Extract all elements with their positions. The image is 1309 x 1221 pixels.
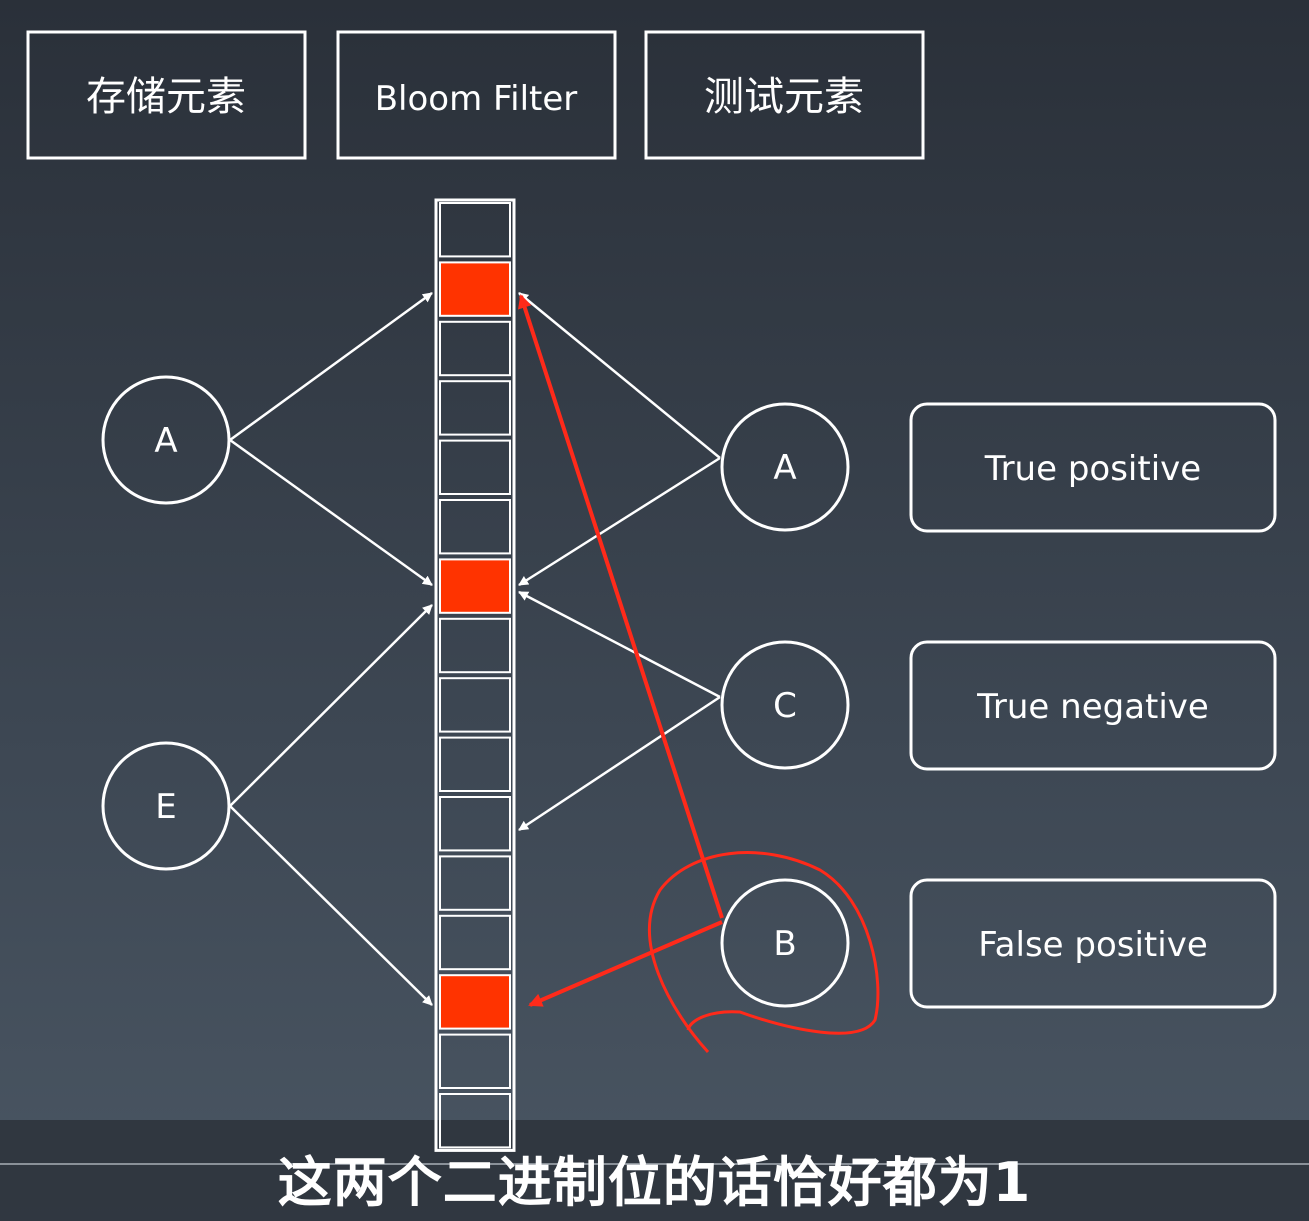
bit-cell <box>439 736 511 792</box>
element-label: B <box>773 924 796 964</box>
element-label: A <box>154 421 177 461</box>
result-label: False positive <box>978 925 1208 965</box>
element-label: E <box>155 787 176 827</box>
hash-arrow <box>518 456 721 587</box>
bit-cell <box>439 1033 511 1089</box>
element-node: E <box>101 741 231 871</box>
result-label: True negative <box>976 687 1209 727</box>
hash-arrow <box>518 590 721 699</box>
bit-cell <box>439 499 511 555</box>
false-positive-arrow <box>518 294 724 919</box>
header-label: Bloom Filter <box>375 79 578 119</box>
element-label: A <box>773 448 796 488</box>
hash-arrow <box>229 805 433 1006</box>
element-node: B <box>720 878 850 1008</box>
header-box: 测试元素 <box>644 30 925 160</box>
header-label: 存储元素 <box>86 74 246 120</box>
bit-cell <box>439 202 511 258</box>
hash-arrow <box>229 438 433 587</box>
element-node: C <box>720 640 850 770</box>
header-label: 测试元素 <box>704 74 864 120</box>
hash-arrow <box>518 695 721 832</box>
result-box: True negative <box>909 640 1277 771</box>
subtitle-caption: 这两个二进制位的话恰好都为1 <box>277 1151 1032 1214</box>
bit-cell <box>439 380 511 436</box>
hash-arrow <box>229 604 433 807</box>
bit-array <box>434 198 516 1152</box>
hash-arrow <box>518 292 721 459</box>
false-positive-arrow <box>528 920 723 1007</box>
result-label: True positive <box>984 449 1201 489</box>
bit-cell <box>439 914 511 971</box>
subtitle-band <box>0 1120 1309 1221</box>
bit-cell <box>439 1093 511 1149</box>
result-box: True positive <box>909 402 1277 533</box>
element-label: C <box>773 686 797 726</box>
bit-cell <box>439 617 511 674</box>
bit-cell-set <box>439 558 511 614</box>
bit-cell-set <box>439 261 511 317</box>
element-node: A <box>101 375 231 505</box>
hash-arrow <box>229 291 433 442</box>
element-node: A <box>720 402 850 532</box>
bit-cell <box>439 677 511 733</box>
bit-cell <box>439 439 511 496</box>
hand-drawn-circle <box>648 851 880 1054</box>
header-box: Bloom Filter <box>336 30 617 160</box>
subtitle-divider <box>0 1163 1309 1165</box>
bit-cell <box>439 320 511 377</box>
result-box: False positive <box>909 878 1277 1009</box>
bit-cell <box>439 855 511 911</box>
header-box: 存储元素 <box>26 30 307 160</box>
bit-cell-set <box>439 974 511 1030</box>
bit-cell <box>439 796 511 852</box>
